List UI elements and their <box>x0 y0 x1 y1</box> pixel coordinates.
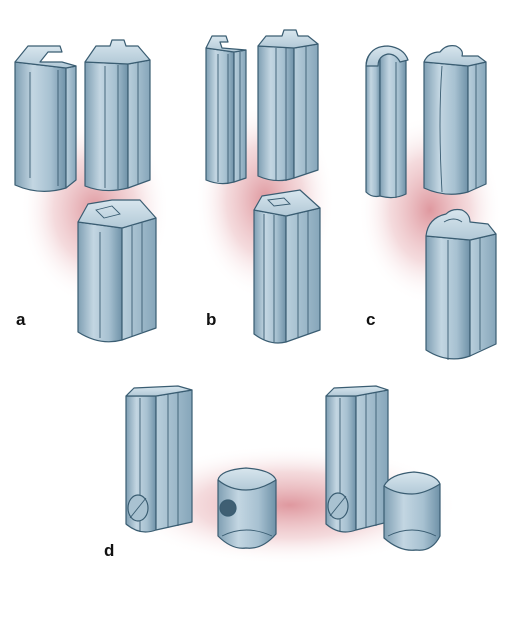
panel-a: a <box>14 39 170 343</box>
connector-d-block <box>217 467 277 549</box>
panel-label-b: b <box>206 310 216 329</box>
panel-label-a: a <box>16 310 26 329</box>
profile-c-round-tenon <box>423 45 487 195</box>
panel-d: d <box>104 385 460 565</box>
profile-b-slot <box>205 35 247 185</box>
post-d-left <box>125 385 193 533</box>
profile-c-round-slot <box>365 45 409 199</box>
connector-hole <box>219 499 237 517</box>
profile-b-tenon <box>257 29 319 182</box>
connector-d-attached <box>383 471 441 551</box>
panel-b: b <box>195 29 335 344</box>
profile-a-slot <box>14 45 77 192</box>
profile-c-joined <box>425 208 497 360</box>
post-d-right <box>325 385 389 533</box>
panel-c: c <box>358 45 502 360</box>
panel-label-c: c <box>366 310 375 329</box>
profile-b-joined <box>253 189 321 344</box>
profile-a-joined <box>77 199 157 343</box>
panel-label-d: d <box>104 541 114 560</box>
profile-a-tenon <box>84 39 151 192</box>
